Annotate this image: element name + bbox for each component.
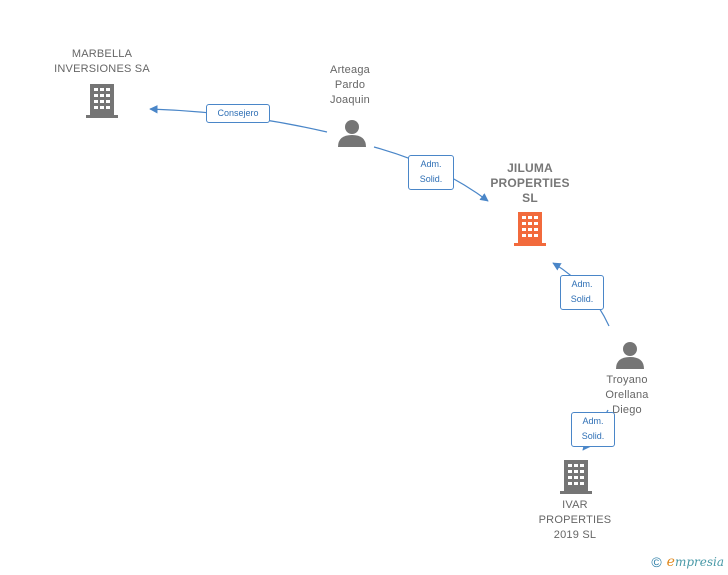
node-label-marbella[interactable]: MARBELLA INVERSIONES SA — [54, 48, 150, 75]
building-icon[interactable] — [86, 84, 118, 118]
person-icon[interactable] — [338, 120, 366, 147]
edge-label-adm-solid[interactable]: Adm. Solid. — [571, 412, 615, 447]
footer: © empresia — [651, 554, 724, 570]
person-icon[interactable] — [616, 342, 644, 369]
edge-label-consejero[interactable]: Consejero — [206, 104, 270, 123]
edge-label-adm-solid[interactable]: Adm. Solid. — [408, 155, 454, 190]
brand-logo[interactable]: empresia — [666, 554, 724, 570]
edge-label-adm-solid[interactable]: Adm. Solid. — [560, 275, 604, 310]
copyright-icon: © — [651, 554, 662, 570]
node-label-troyano[interactable]: Troyano Orellana Diego — [605, 374, 649, 416]
building-icon[interactable] — [560, 460, 592, 494]
node-label-ivar[interactable]: IVAR PROPERTIES 2019 SL — [538, 499, 612, 541]
node-label-jiluma[interactable]: JILUMA PROPERTIES SL — [490, 161, 570, 205]
building-icon[interactable] — [514, 212, 546, 246]
node-label-arteaga[interactable]: Arteaga Pardo Joaquin — [330, 64, 370, 106]
